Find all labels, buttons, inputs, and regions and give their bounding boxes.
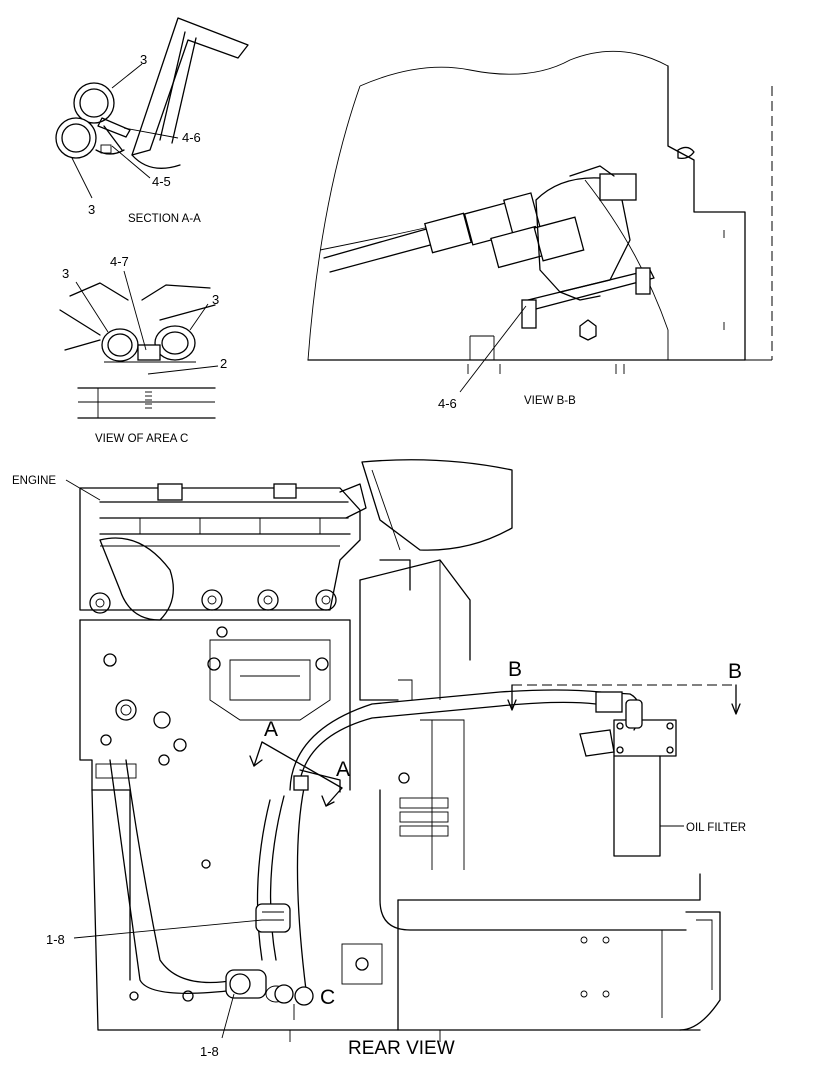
view-b-b-item-4-6: 4-6 (438, 396, 457, 411)
section-a-a-item-4-6: 4-6 (182, 130, 201, 145)
section-a-a: 3 4-6 4-5 3 SECTION A-A (55, 17, 249, 225)
view-b-b-frame (307, 50, 773, 374)
section-a-a-item-4-5: 4-5 (152, 174, 171, 189)
area-c-item-2: 2 (220, 356, 227, 371)
section-line-b (507, 684, 741, 715)
view-b-b-hose (323, 192, 585, 273)
section-b-right-letter: B (728, 660, 742, 683)
view-area-c: 3 4-7 3 2 VIEW OF AREA C (59, 254, 227, 445)
section-a-left-letter: A (264, 718, 278, 741)
area-c-letter: C (320, 986, 335, 1009)
area-c-mount-plate (77, 387, 216, 419)
section-line-a (249, 741, 343, 807)
hose-ends-area-c (274, 984, 314, 1020)
item-1-8-top-leader (73, 919, 263, 939)
shroud (359, 459, 513, 701)
hose-assembly (109, 689, 643, 994)
item-1-8-top: 1-8 (46, 932, 65, 947)
section-a-a-item-3-bottom: 3 (88, 202, 95, 217)
section-a-a-clip (95, 117, 131, 155)
engine-leader (65, 479, 101, 501)
section-a-a-bracket (131, 17, 249, 169)
engine-label: ENGINE (12, 475, 56, 487)
section-a-right-letter: A (336, 758, 350, 781)
rear-view: ENGINE OIL FILTER 1-8 1-8 A A B B C REAR… (12, 459, 746, 1059)
area-c-caption: VIEW OF AREA C (95, 433, 188, 445)
rear-view-caption: REAR VIEW (348, 1038, 455, 1059)
item-1-8-bottom-leader (221, 993, 235, 1039)
area-c-clamp (104, 344, 196, 363)
section-a-a-caption: SECTION A-A (128, 213, 201, 225)
view-b-b-caption: VIEW B-B (524, 395, 576, 407)
item-1-8-bottom: 1-8 (200, 1044, 219, 1059)
view-b-b-bracket (521, 267, 655, 341)
area-c-item-4-7: 4-7 (110, 254, 129, 269)
hose-clip-a (293, 769, 341, 793)
oil-filter-label: OIL FILTER (686, 822, 746, 834)
engine-block (79, 483, 367, 621)
area-c-item-3-right: 3 (212, 292, 219, 307)
view-b-b-leader-4-6 (459, 305, 527, 393)
section-a-a-hose-top (73, 82, 115, 124)
flywheel-housing (79, 619, 351, 791)
view-b-b-filter-head (535, 165, 637, 301)
section-a-a-leaders (71, 63, 179, 199)
section-a-a-item-3-top: 3 (140, 52, 147, 67)
area-c-leaders (75, 270, 219, 375)
view-b-b: 4-6 VIEW B-B (307, 50, 773, 411)
hose-clamp-upper (255, 903, 291, 933)
section-b-left-letter: B (508, 658, 522, 681)
area-c-item-3-left: 3 (62, 266, 69, 281)
section-a-a-hose-bottom (55, 117, 97, 159)
frame-rail (91, 719, 721, 1042)
oil-filter (613, 719, 684, 857)
